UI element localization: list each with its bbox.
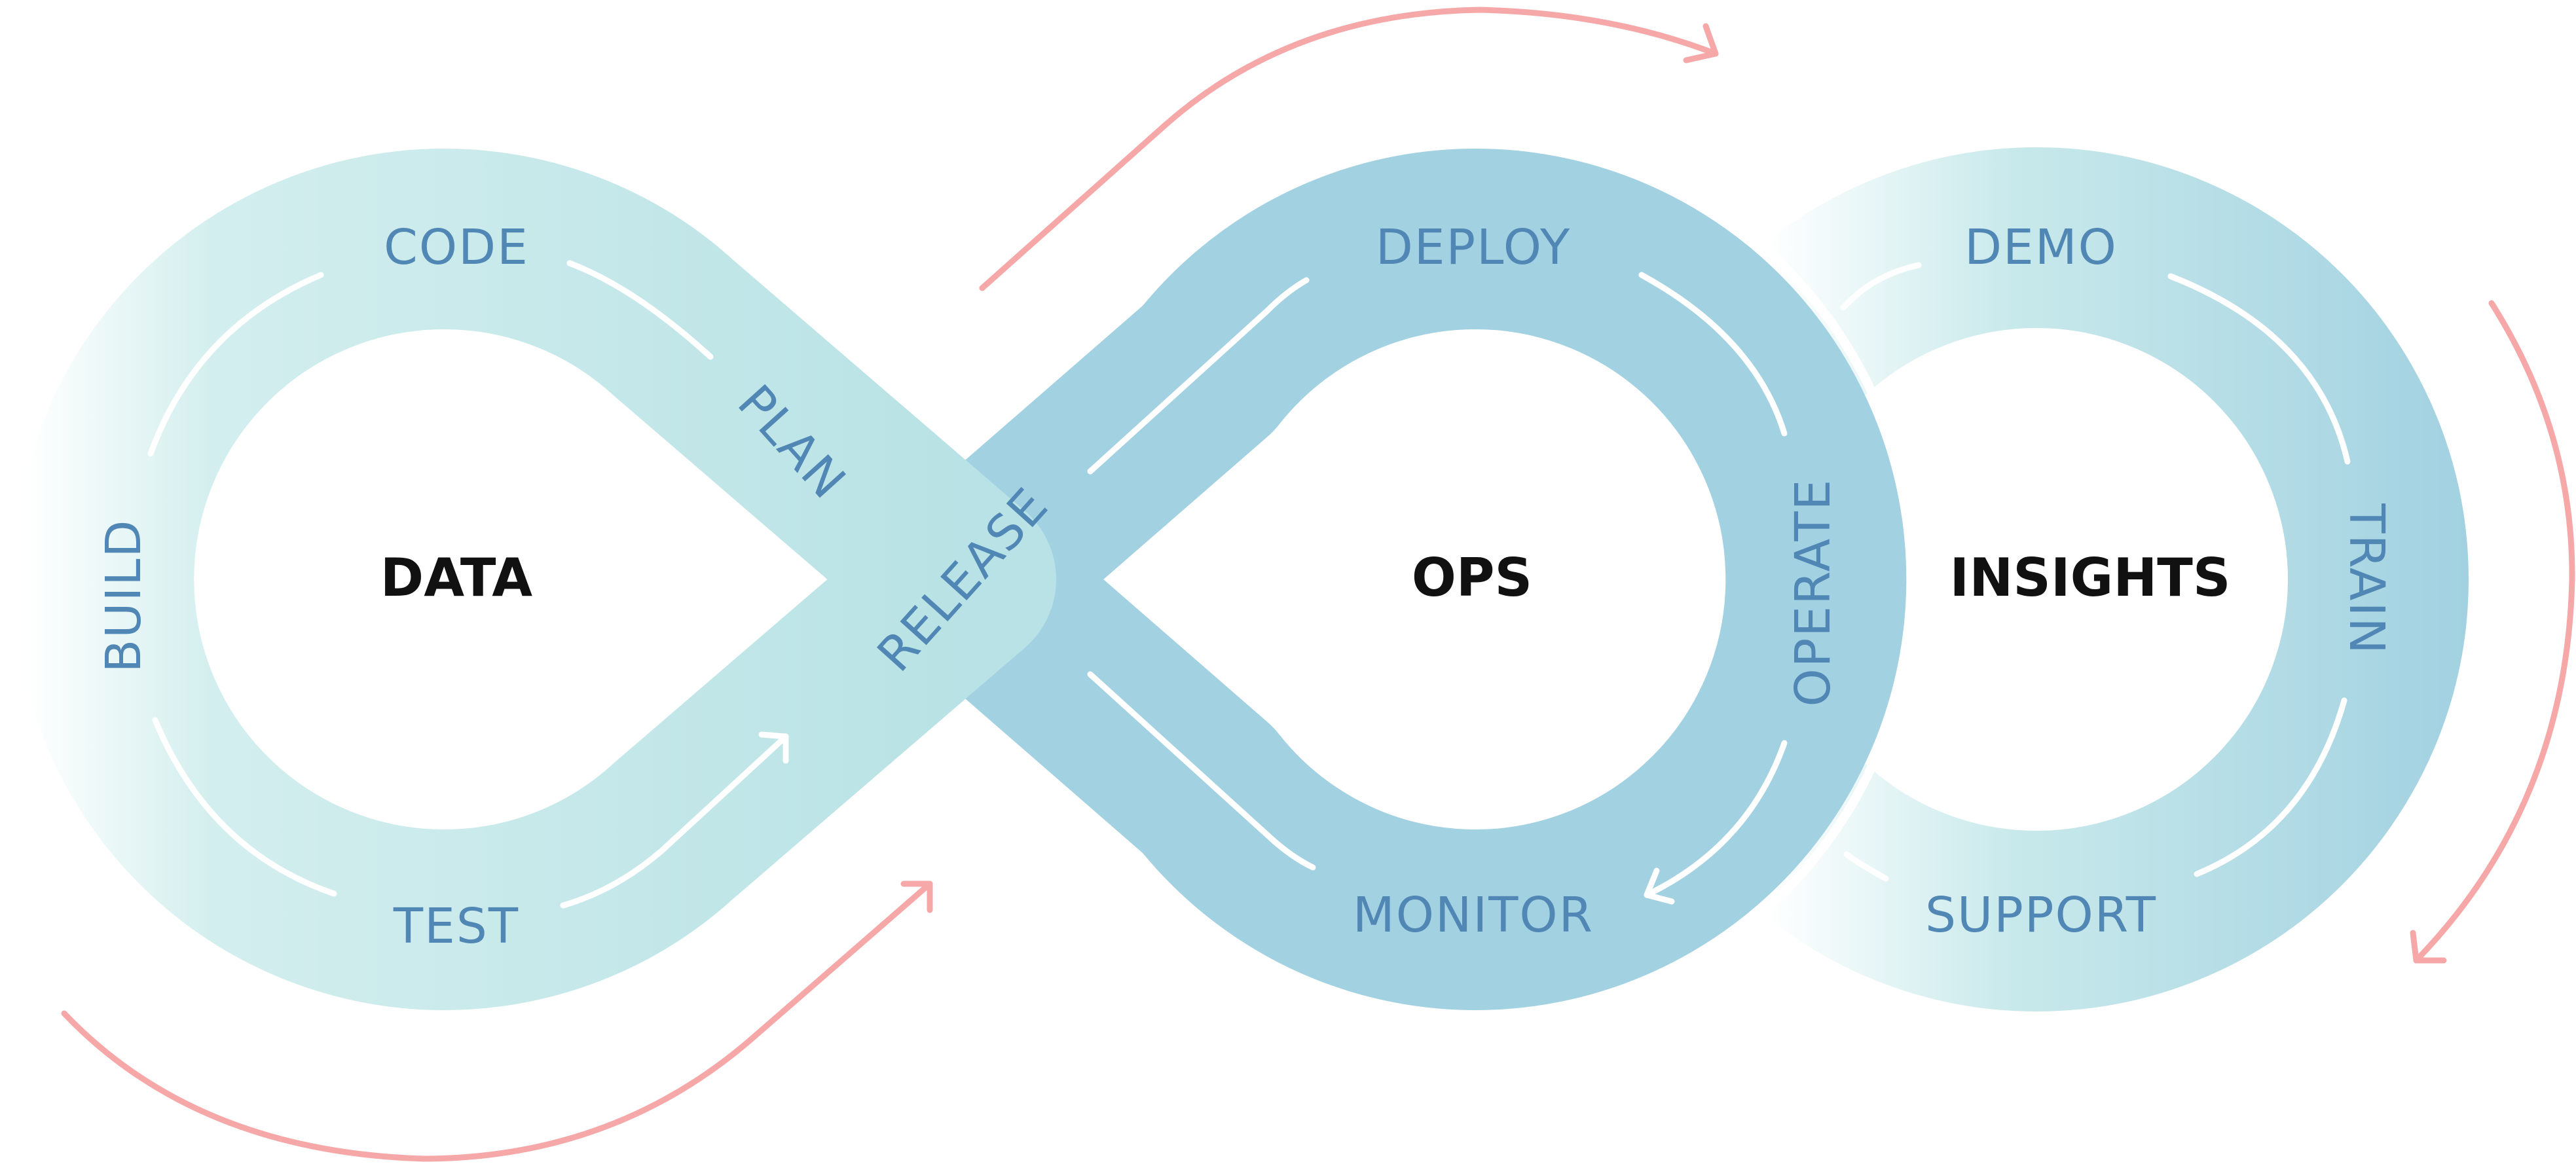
stage-label-deploy: DEPLOY [1376, 219, 1571, 276]
insights-loop [1604, 147, 2469, 1011]
data-loop-band [13, 149, 1056, 1010]
outer-arrow-bottom [61, 881, 933, 1162]
flow-line-demo-train [2167, 273, 2351, 465]
data-loop [13, 149, 1056, 1010]
flow-line-release-monitor [1087, 671, 1316, 871]
flow-line-release-deploy [1087, 277, 1310, 475]
outer-arrow-top [979, 7, 1719, 291]
outer-arrow-top-head [1683, 23, 1719, 64]
flow-line-code-left [147, 272, 324, 457]
flow-line-deploy-operate [1638, 272, 1788, 437]
flow-line-insights-bottom [1843, 851, 1889, 882]
stage-label-support: SUPPORT [1925, 887, 2157, 943]
outer-arrow-right-head [2410, 930, 2447, 964]
flow-arrow-head-release [758, 731, 789, 764]
stage-label-operate: OPERATE [1785, 479, 1841, 707]
flow-line-train-support [2194, 697, 2347, 877]
stage-label-build: BUILD [96, 519, 152, 673]
outer-direction-arrows [61, 7, 2575, 1162]
flow-line-build-test [152, 717, 337, 897]
center-label-insights: INSIGHTS [1950, 547, 2231, 608]
center-label-ops: OPS [1412, 547, 1532, 608]
stage-label-demo: DEMO [1964, 219, 2118, 276]
ops-loop [875, 149, 1907, 1010]
stage-label-test: TEST [393, 898, 519, 955]
center-label-data: DATA [380, 547, 532, 608]
ops-loop-band [875, 149, 1907, 1010]
outer-arrow-bottom-head [900, 881, 933, 913]
stage-label-monitor: MONITOR [1353, 887, 1594, 943]
flow-line-test-release [560, 733, 789, 909]
inner-flow-lines [147, 260, 2351, 909]
insights-loop-band [1604, 147, 2469, 1011]
stage-label-train: TRAIN [2338, 503, 2395, 655]
flow-line-code-right [566, 260, 714, 360]
stage-label-code: CODE [384, 219, 529, 276]
center-labels: DATA OPS INSIGHTS [380, 547, 2231, 608]
outer-arrow-right [2413, 300, 2575, 964]
flow-line-insights-top [1840, 262, 1922, 311]
flow-line-operate-monitor [1644, 740, 1788, 898]
flow-arrow-head-monitor [1644, 867, 1675, 905]
